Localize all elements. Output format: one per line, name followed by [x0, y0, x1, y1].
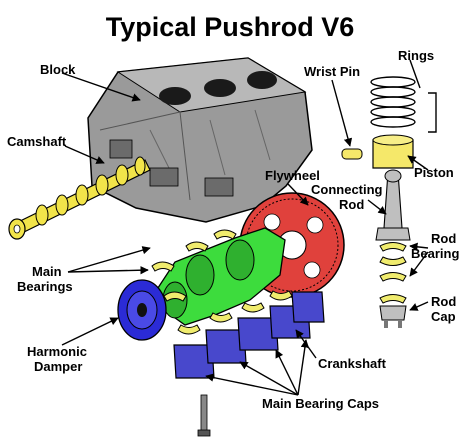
engine-block	[87, 57, 313, 223]
piston	[372, 134, 414, 169]
camshaft	[8, 156, 151, 240]
label-crankshaft: Crankshaft	[318, 356, 387, 371]
label-main-bearings-2: Bearings	[17, 279, 73, 294]
harmonic-damper	[117, 279, 167, 341]
rod-cap	[379, 305, 407, 328]
label-connecting-rod-1: Connecting	[311, 182, 383, 197]
label-connecting-rod-2: Rod	[339, 197, 364, 212]
leader-lines	[61, 59, 437, 396]
connecting-rod	[375, 169, 411, 241]
label-main-bearings-1: Main	[32, 264, 62, 279]
crankshaft	[149, 227, 286, 326]
label-main-bearing-caps: Main Bearing Caps	[262, 396, 379, 411]
label-flywheel: Flywheel	[265, 168, 320, 183]
bearing-cap-bolt	[197, 394, 211, 437]
label-rod-bearing-1: Rod	[431, 231, 456, 246]
label-rod-cap-2: Cap	[431, 309, 456, 324]
label-camshaft: Camshaft	[7, 134, 67, 149]
label-rings: Rings	[398, 48, 434, 63]
label-rod-cap-1: Rod	[431, 294, 456, 309]
label-block: Block	[40, 62, 76, 77]
main-bearings	[151, 229, 293, 335]
wrist-pin	[341, 148, 363, 160]
label-piston: Piston	[414, 165, 454, 180]
piston-rings	[370, 76, 416, 128]
label-harmonic-damper-1: Harmonic	[27, 344, 87, 359]
rod-bearings	[379, 242, 407, 304]
label-wrist-pin: Wrist Pin	[304, 64, 360, 79]
label-harmonic-damper-2: Damper	[34, 359, 82, 374]
label-rod-bearing-2: Bearing	[411, 246, 459, 261]
diagram-title: Typical Pushrod V6	[106, 12, 355, 42]
